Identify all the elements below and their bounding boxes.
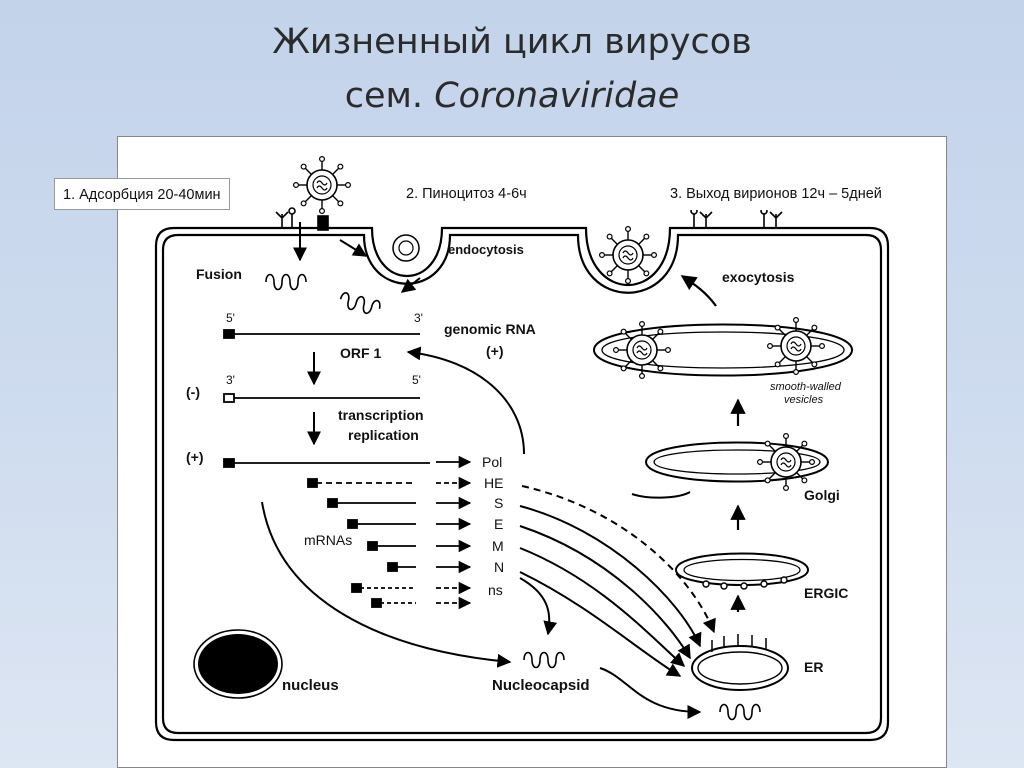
protein-label: HE <box>484 475 503 491</box>
translation-arrows <box>436 455 472 610</box>
label-exocytosis: exocytosis <box>722 269 795 285</box>
nucleus-shape <box>198 634 278 694</box>
cell-membrane <box>154 226 890 742</box>
label-nucleus: nucleus <box>282 677 339 694</box>
stage-exit-label: 3. Выход вирионов 12ч – 5дней <box>662 178 890 210</box>
label-ergic: ERGIC <box>804 585 848 601</box>
label-orf1: ORF 1 <box>340 345 381 361</box>
protein-label: Pol <box>482 454 502 470</box>
label-nucleocapsid: Nucleocapsid <box>492 677 590 694</box>
label-5prime-minus: 5' <box>412 373 421 387</box>
vesicle-virion-left-icon <box>614 322 671 379</box>
fusion-rna-coil-icon <box>265 273 307 291</box>
label-5prime-genome: 5' <box>226 311 235 325</box>
surface-receptors <box>275 207 783 231</box>
nucleocapsid-coil-icon <box>523 651 565 669</box>
stage-adsorption-label: 1. Адсорбция 20-40мин <box>54 178 230 210</box>
incoming-virion-icon <box>294 157 351 214</box>
mrna-lines <box>307 478 416 608</box>
golgi-virion-icon <box>758 434 815 491</box>
label-genomic-rna-sign: (+) <box>486 343 504 359</box>
label-endocytosis: endocytosis <box>448 242 524 257</box>
label-plus-strand: (+) <box>186 449 204 465</box>
label-vesicles: vesicles <box>784 394 824 406</box>
rna-strands <box>223 329 430 468</box>
label-fusion: Fusion <box>196 266 242 282</box>
label-replication: replication <box>348 427 419 443</box>
er-shape <box>691 645 789 691</box>
slide-title-line1: Жизненный цикл вирусов <box>272 22 752 62</box>
endocytosis-rna-coil-icon <box>337 291 383 317</box>
protein-label: ns <box>488 582 503 598</box>
label-smooth-walled: smooth-walled <box>770 381 842 393</box>
label-mrnas: mRNAs <box>304 532 352 548</box>
exocytosed-virion-icon <box>600 227 657 284</box>
label-3prime-genome: 3' <box>414 311 423 325</box>
protein-label: E <box>494 516 503 532</box>
label-golgi: Golgi <box>804 487 840 503</box>
label-er: ER <box>804 659 823 675</box>
label-3prime-minus: 3' <box>226 373 235 387</box>
released-nucleocapsid-coil-icon <box>719 703 761 721</box>
protein-label: N <box>494 559 504 575</box>
title-family-name: Coronaviridae <box>434 76 680 116</box>
label-genomic-rna: genomic RNA <box>444 321 536 337</box>
endocytosed-virion-icon <box>392 234 420 262</box>
label-minus-strand: (-) <box>186 384 200 400</box>
vesicle-virion-right-icon <box>768 318 825 375</box>
label-transcription: transcription <box>338 407 424 423</box>
protein-label: S <box>494 495 503 511</box>
protein-label: M <box>492 538 504 554</box>
stage-pinocytosis-label: 2. Пиноцитоз 4-6ч <box>398 178 535 210</box>
slide-title-line2: сем. Coronaviridae <box>0 72 1024 120</box>
title-prefix: сем. <box>344 76 435 116</box>
